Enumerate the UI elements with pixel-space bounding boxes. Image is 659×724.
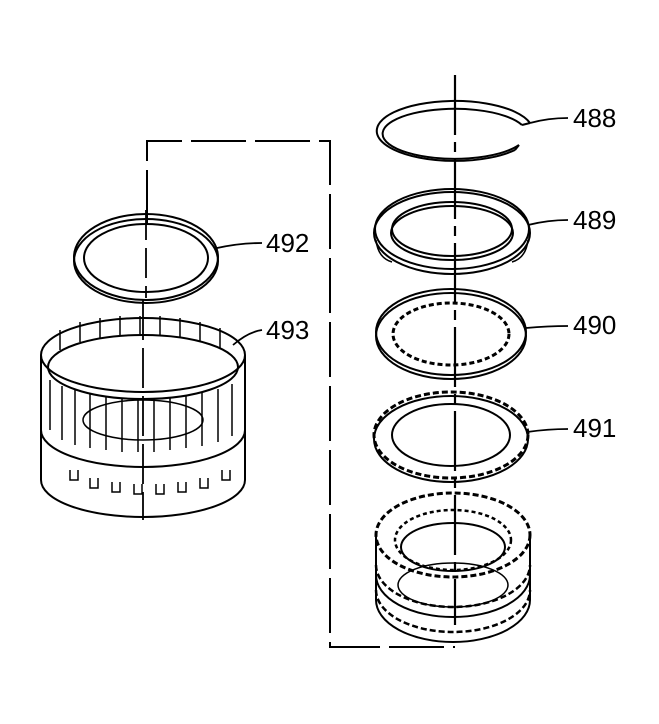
assembly-connector-line: [146, 140, 455, 648]
part-492-thrust-washer: [73, 210, 219, 304]
clutch-pack-stack: [374, 491, 532, 643]
part-489-backing-plate: [373, 188, 531, 275]
callout-491: 491: [573, 413, 616, 443]
part-490-friction-plate: [375, 288, 527, 380]
part-488-snap-ring: [375, 99, 531, 162]
callout-492: 492: [266, 228, 309, 258]
callout-493: 493: [266, 315, 309, 345]
callout-leader-lines: [216, 117, 569, 433]
callout-488: 488: [573, 103, 616, 133]
part-493-clutch-housing: [40, 300, 246, 520]
callout-490: 490: [573, 310, 616, 340]
callout-489: 489: [573, 205, 616, 235]
part-491-steel-plate: [372, 390, 530, 483]
